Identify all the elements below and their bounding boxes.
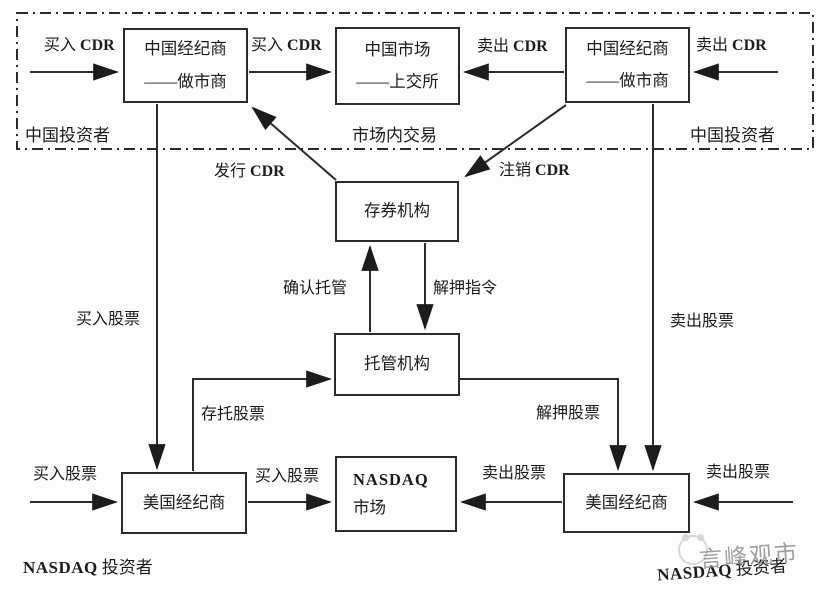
box-custodian: 托管机构 — [334, 333, 460, 396]
arrow-release-stock — [459, 378, 627, 472]
label-issue-cdr-en: CDR — [250, 163, 285, 180]
china-investor-zone-border — [16, 12, 814, 150]
label-confirm-custody: 确认托管 — [283, 280, 348, 297]
box-china-broker-right-line1: 中国经纪商 — [586, 38, 669, 58]
box-china-broker-right: 中国经纪商 ——做市商 — [565, 27, 690, 103]
box-us-broker-right: 美国经纪商 — [563, 473, 690, 533]
box-china-market: 中国市场 ——上交所 — [335, 27, 460, 105]
label-nasdaq-investor-left-zh: 投资者 — [101, 558, 153, 577]
arrow-issue-cdr — [251, 106, 337, 181]
arrow-cancel-cdr — [464, 104, 567, 178]
label-market-trading: 市场内交易 — [352, 126, 437, 145]
box-us-broker-left-label: 美国经纪商 — [142, 492, 226, 512]
label-cancel-cdr-zh: 注销 — [499, 162, 532, 179]
label-cancel-cdr-en: CDR — [535, 162, 570, 179]
box-china-broker-left-line2: ——做市商 — [144, 71, 227, 91]
label-sell-stock-upper: 卖出股票 — [670, 313, 735, 330]
label-buy-cdr-mid-zh: 买入 — [251, 37, 284, 54]
watermark-panda-logo-icon — [678, 534, 708, 565]
label-sell-cdr-mid-en: CDR — [513, 38, 548, 55]
box-custodian-label: 托管机构 — [364, 354, 430, 374]
watermark-text: 言峰观市 — [698, 540, 800, 573]
box-nasdaq-market: NASDAQ 市场 — [335, 456, 457, 532]
box-nasdaq-market-line2: 市场 — [353, 498, 386, 517]
label-release-order: 解押指令 — [433, 280, 498, 297]
label-sell-cdr-mid-zh: 卖出 — [477, 38, 510, 55]
label-buy-cdr-left-zh: 买入 — [44, 37, 77, 54]
box-us-broker-left: 美国经纪商 — [121, 472, 247, 534]
label-deposit-stock: 存托股票 — [201, 406, 266, 423]
box-china-broker-left-line1: 中国经纪商 — [144, 39, 227, 59]
label-buy-cdr-mid-en: CDR — [287, 37, 322, 54]
label-buy-stock-upper: 买入股票 — [76, 311, 141, 328]
label-sell-cdr-right-en: CDR — [732, 37, 767, 54]
label-issue-cdr-zh: 发行 — [214, 163, 247, 180]
box-china-market-line2: ——上交所 — [356, 72, 439, 91]
label-release-stock: 解押股票 — [536, 405, 601, 422]
label-buy-stock-mid: 买入股票 — [255, 468, 320, 485]
label-nasdaq-investor-left-en: NASDAQ — [23, 558, 98, 577]
box-depository-label: 存券机构 — [364, 201, 430, 221]
box-depository: 存券机构 — [335, 181, 459, 242]
box-nasdaq-market-line1: NASDAQ — [353, 469, 429, 489]
box-china-market-line1: 中国市场 — [364, 39, 431, 59]
box-us-broker-right-label: 美国经纪商 — [585, 492, 668, 512]
label-sell-cdr-right-zh: 卖出 — [696, 37, 729, 54]
box-china-broker-right-line2: ——做市商 — [586, 71, 669, 90]
label-buy-cdr-left-en: CDR — [80, 37, 115, 54]
label-china-investor-left: 中国投资者 — [25, 126, 110, 145]
arrow-deposit-stock — [192, 370, 333, 471]
label-buy-stock-left: 买入股票 — [33, 466, 98, 483]
label-sell-stock-mid: 卖出股票 — [482, 465, 547, 482]
label-sell-stock-right: 卖出股票 — [706, 464, 771, 481]
box-china-broker-left: 中国经纪商 ——做市商 — [123, 28, 248, 103]
label-china-investor-right: 中国投资者 — [690, 126, 775, 145]
